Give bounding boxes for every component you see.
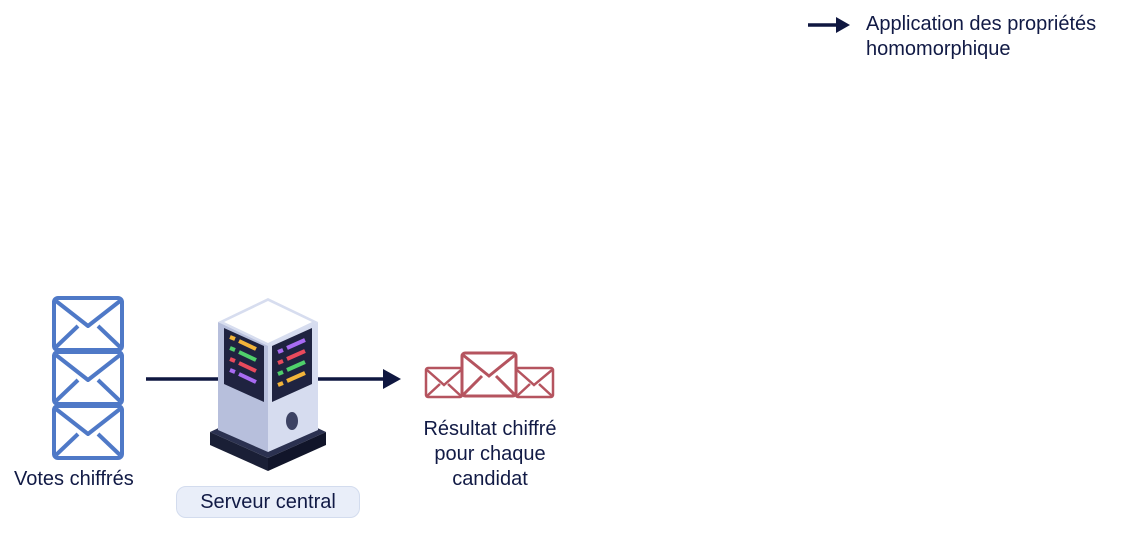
envelope-icon (460, 351, 518, 398)
server-icon (210, 298, 326, 471)
envelope-icon (52, 350, 124, 406)
legend-label: Application des propriétés homomorphique (866, 13, 1097, 60)
envelope-icon (52, 404, 124, 460)
result-label: Résultat chiffré pour chaque candidat (423, 418, 557, 490)
envelope-icon (52, 296, 124, 352)
votes-label: Votes chiffrés (14, 468, 134, 490)
encrypted-votes-stack (52, 296, 124, 460)
envelope-icon (514, 366, 555, 399)
legend: Application des propriétés homomorphique (806, 12, 1137, 62)
arrow-head-icon (383, 369, 401, 389)
arrow-right-icon (808, 17, 850, 33)
server-label-badge: Serveur central (176, 486, 360, 518)
encrypted-results-envelopes (424, 351, 555, 399)
envelope-icon (424, 366, 464, 399)
